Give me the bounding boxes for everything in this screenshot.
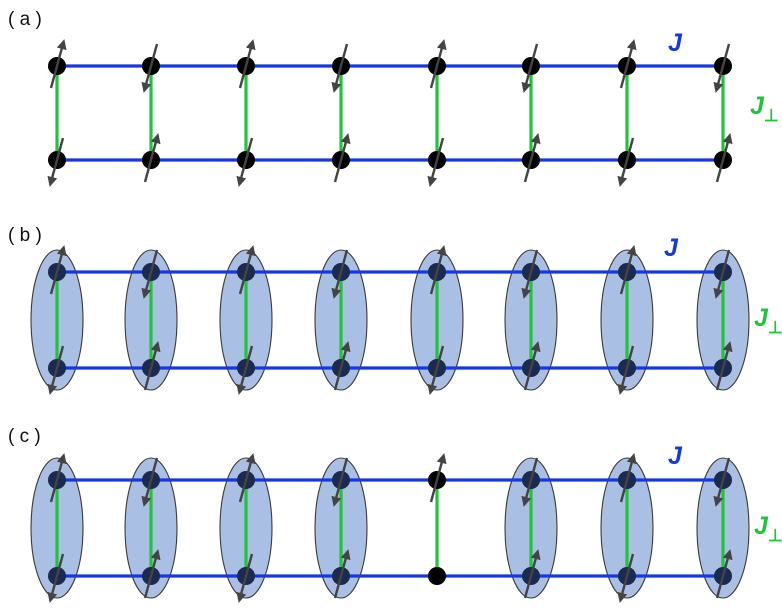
spin-arrow-top [713,249,731,299]
spin-arrow-top [619,453,637,503]
spin-arrow-bottom [523,549,541,599]
spin-arrow-top [521,43,539,93]
spin-arrow-top [49,453,67,503]
spin-arrow-top [49,245,67,295]
panel-c: ( c ) J J⊥ [8,426,782,603]
spin-arrow-bottom [523,341,541,391]
spin-arrow-bottom [715,549,733,599]
panel-label: ( b ) [8,225,42,246]
spin-arrow-top [331,457,349,507]
spin-arrow-bottom [143,341,161,391]
spin-arrow-bottom [523,133,541,183]
spin-arrow-top [49,39,67,89]
spin-arrow-bottom [47,553,65,603]
spin-arrow-bottom [47,345,65,395]
panel-label: ( c ) [8,426,41,447]
jperp-label: J⊥ [754,512,782,545]
jperp-label: J⊥ [754,304,782,337]
j-label: J [668,442,683,470]
spin-arrow-top [141,249,159,299]
spin-arrow-top [141,43,159,93]
spin-arrow-bottom [47,137,65,187]
spin-arrow-bottom [333,341,351,391]
panel-a: ( a ) J J⊥ [8,9,779,187]
spin-arrow-bottom [617,553,635,603]
spin-arrow-bottom [143,133,161,183]
j-label: J [664,234,679,262]
spin-arrow-top [331,249,349,299]
spin-arrow-top [521,249,539,299]
spin-arrow-bottom [236,345,254,395]
spin-arrow-bottom [427,137,445,187]
spin-arrow-bottom [715,133,733,183]
spin-arrow-top [429,39,447,89]
spin-arrow-bottom [143,549,161,599]
spin-arrow-top [713,43,731,93]
spin-arrow-top [713,457,731,507]
spin-arrow-top [141,457,159,507]
spin-arrow-bottom [617,345,635,395]
spin-arrow-top [619,245,637,295]
j-label: J [668,29,683,57]
spin-arrow-top [521,457,539,507]
spin-arrow-bottom [617,137,635,187]
spin-arrow-top [619,39,637,89]
spin-arrow-bottom [715,341,733,391]
spin-arrow-top [429,245,447,295]
spin-arrow-top [429,453,447,503]
panel-b: ( b ) J J⊥ [8,225,782,395]
spin-arrow-top [331,43,349,93]
spin-arrow-top [238,453,256,503]
jperp-label: J⊥ [750,92,779,125]
spin-arrow-top [238,245,256,295]
spin-arrow-bottom [333,549,351,599]
panel-label: ( a ) [8,9,42,30]
spin-arrow-top [238,39,256,89]
spin-arrow-bottom [236,553,254,603]
site-bottom [428,567,446,585]
spin-arrow-bottom [333,133,351,183]
spin-arrow-bottom [236,137,254,187]
spin-arrow-bottom [427,345,445,395]
